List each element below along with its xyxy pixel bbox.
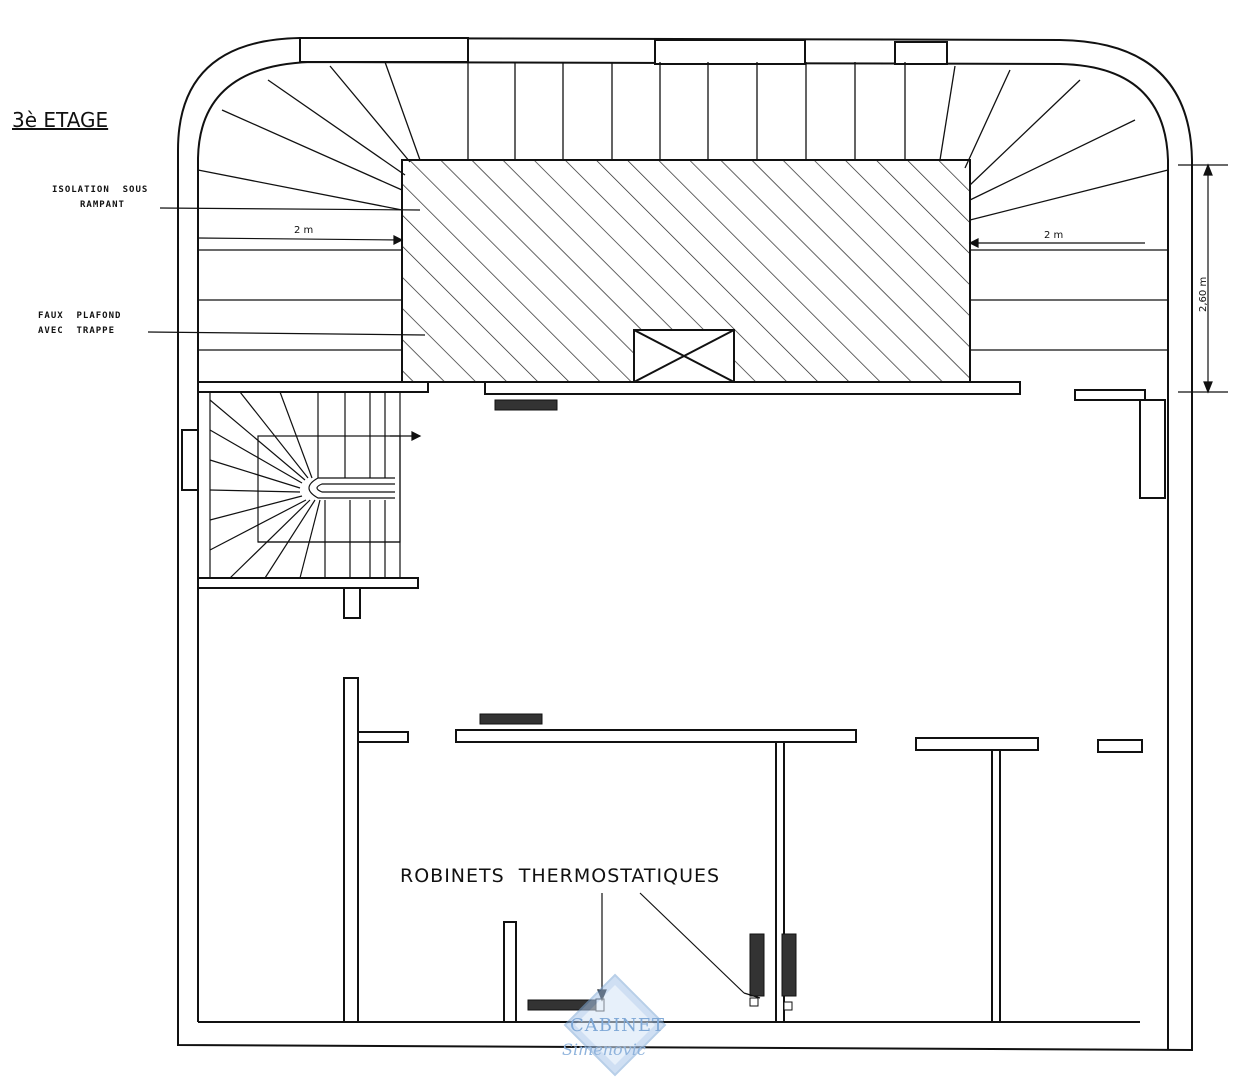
watermark-script: Simenovic (562, 1040, 646, 1059)
watermark-word: CABINET (570, 1015, 666, 1036)
radiators (479, 399, 797, 1012)
leader-lines (147, 163, 1228, 1002)
floor-title: 3è ETAGE (12, 108, 109, 132)
watermark-logo (563, 973, 667, 1077)
spiral-stair (209, 391, 422, 579)
faux-plafond-label-line2: AVEC TRAPPE (38, 326, 116, 336)
top-windows (299, 37, 948, 65)
trap-door (633, 329, 735, 383)
dimension-right-width: 2 m (1044, 230, 1064, 241)
dimension-height: 2,60 m (1198, 276, 1209, 312)
isolation-label-line1: ISOLATION SOUS (52, 185, 149, 195)
dimension-left-width: 2 m (294, 225, 314, 236)
robinets-label: ROBINETS THERMOSTATIQUES (400, 865, 721, 887)
stair-treads-top (197, 61, 1169, 351)
interior-walls (181, 381, 1166, 1023)
isolation-label-line2: RAMPANT (80, 200, 125, 210)
faux-plafond-label-line1: FAUX PLAFOND (38, 311, 122, 321)
